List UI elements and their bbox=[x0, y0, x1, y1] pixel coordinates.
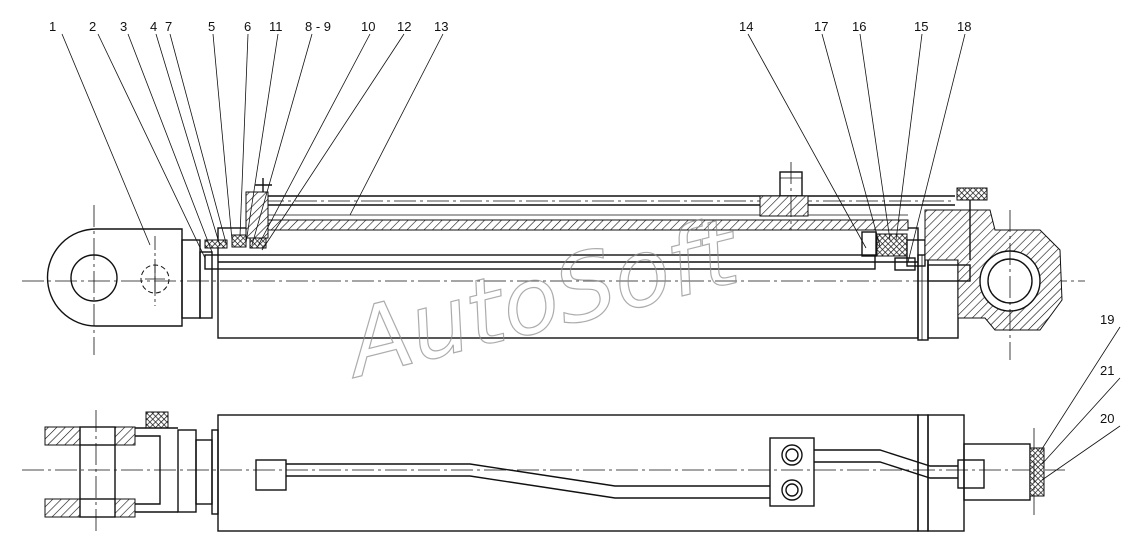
clevis-left bbox=[44, 410, 219, 532]
piston bbox=[861, 231, 926, 271]
callout-6: 6 bbox=[244, 19, 251, 34]
callout-8-9: 8 - 9 bbox=[305, 19, 331, 34]
callout-7: 7 bbox=[165, 19, 172, 34]
callout-labels: 1 2 3 4 7 5 6 11 8 - 9 10 12 13 14 17 16… bbox=[49, 19, 1114, 426]
callout-2: 2 bbox=[89, 19, 96, 34]
external-pipe bbox=[255, 437, 985, 507]
callout-18: 18 bbox=[957, 19, 971, 34]
callout-1: 1 bbox=[49, 19, 56, 34]
callout-12: 12 bbox=[397, 19, 411, 34]
rear-eye-right bbox=[924, 187, 1063, 360]
callout-20: 20 bbox=[1100, 411, 1114, 426]
rear-end-right bbox=[963, 428, 1045, 515]
callout-4: 4 bbox=[150, 19, 157, 34]
callout-16: 16 bbox=[852, 19, 866, 34]
callout-10: 10 bbox=[361, 19, 375, 34]
cylinder-body-side bbox=[217, 414, 919, 532]
callout-19: 19 bbox=[1100, 312, 1114, 327]
leader-lines bbox=[61, 33, 1121, 481]
gland-head bbox=[204, 178, 272, 249]
callout-13: 13 bbox=[434, 19, 448, 34]
callout-5: 5 bbox=[208, 19, 215, 34]
top-view bbox=[22, 162, 1085, 360]
callout-15: 15 bbox=[914, 19, 928, 34]
callout-21: 21 bbox=[1100, 363, 1114, 378]
bottom-view bbox=[22, 410, 1065, 532]
callout-17: 17 bbox=[814, 19, 828, 34]
hose-fitting-top bbox=[759, 162, 809, 230]
callout-14: 14 bbox=[739, 19, 753, 34]
callout-3: 3 bbox=[120, 19, 127, 34]
callout-11: 11 bbox=[269, 19, 283, 34]
rod-eye-left bbox=[46, 205, 213, 355]
